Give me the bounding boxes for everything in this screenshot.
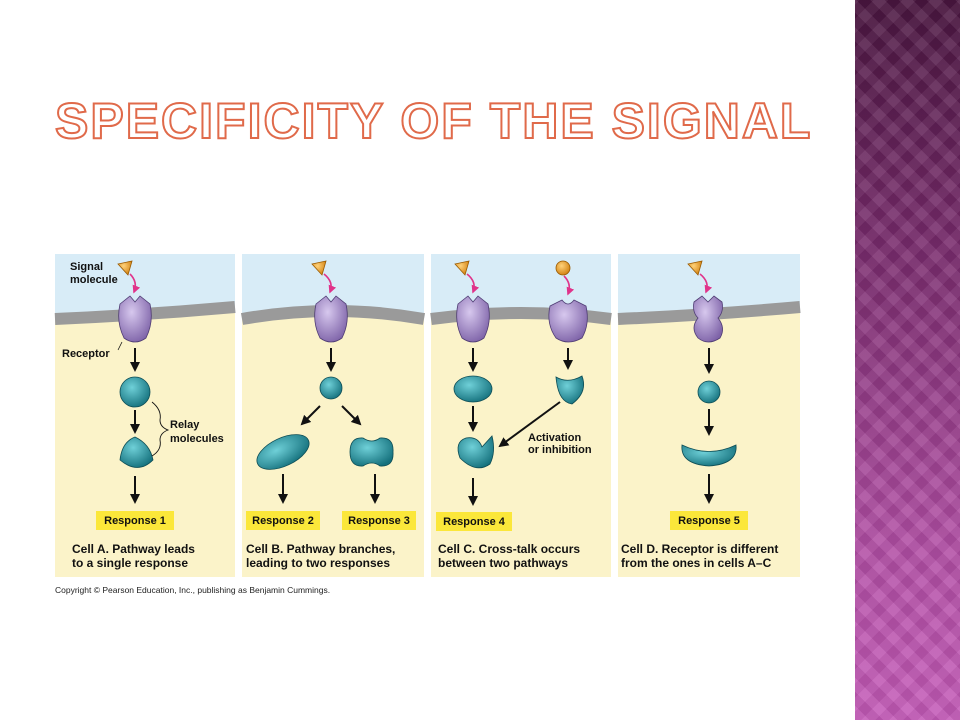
activation-label-line2: or inhibition [528,444,592,456]
signal-arrow [129,273,141,294]
relay-molecule [555,375,585,405]
crosstalk-arrow [498,401,561,448]
signal-arrow [466,273,480,294]
panel-cell-b: Response 2 Response 3 Cell B. Pathway br… [240,254,426,577]
receptor [118,295,152,343]
receptor [314,295,348,343]
receptor-variant [693,295,723,343]
receptor-label: Receptor [62,348,110,360]
relay-molecule [319,376,343,400]
signal-arrow [699,273,713,294]
relay-molecule [457,435,494,469]
signal-arrow [563,275,575,296]
signal-molecule-round [555,260,571,276]
response-label: Response 5 [678,515,740,527]
signal-molecule [454,260,470,276]
relay-label-line1: Relay [170,419,200,431]
response-box [436,512,512,531]
caption-line1: Cell C. Cross-talk occurs [438,542,580,556]
activation-label-line1: Activation [528,432,581,444]
relay-molecule [681,444,737,467]
signal-molecule [117,260,133,276]
caption-line1: Cell D. Receptor is different [621,542,778,556]
signal-molecule [687,260,703,276]
caption-line2: leading to two responses [246,556,390,570]
decorative-side-bar [855,0,960,720]
relay-molecule [697,380,721,404]
response-box [246,511,320,530]
relay-molecule [256,434,310,470]
relay-molecule [119,436,154,468]
response-box [342,511,416,530]
signal-arrow [323,273,337,294]
relay-molecule [453,375,493,403]
caption-line1: Cell B. Pathway branches, [246,542,395,556]
signal-pathway-figure: Signal molecule Receptor Relay molecules… [50,252,805,602]
response-label: Response 3 [348,515,410,527]
relay-label-line2: molecules [170,433,224,445]
response-label: Response 2 [252,515,314,527]
relay-molecule [349,437,394,467]
receptor [548,299,588,343]
caption-line2: from the ones in cells A–C [621,556,772,570]
response-label: Response 4 [443,516,506,528]
slide-title: Specificity of the Signal [54,93,813,149]
response-box [96,511,174,530]
arrow [300,405,321,426]
caption-line2: between two pathways [438,556,568,570]
signal-label-line1: Signal [70,261,103,273]
panel-cell-a: Signal molecule Receptor Relay molecules… [54,254,236,577]
panel-cell-d: Response 5 Cell D. Receptor is different… [617,254,801,577]
relay-molecule [119,376,151,408]
arrow [341,405,362,426]
receptor [456,295,490,343]
signal-molecule [311,260,327,276]
response-box [670,511,748,530]
signal-label-line2: molecule [70,274,118,286]
panel-cell-c: Activation or inhibition Response 4 Cell… [430,254,612,577]
response-label: Response 1 [104,515,166,527]
copyright-text: Copyright © Pearson Education, Inc., pub… [55,585,330,595]
caption-line2: to a single response [72,556,188,570]
caption-line1: Cell A. Pathway leads [72,542,195,556]
